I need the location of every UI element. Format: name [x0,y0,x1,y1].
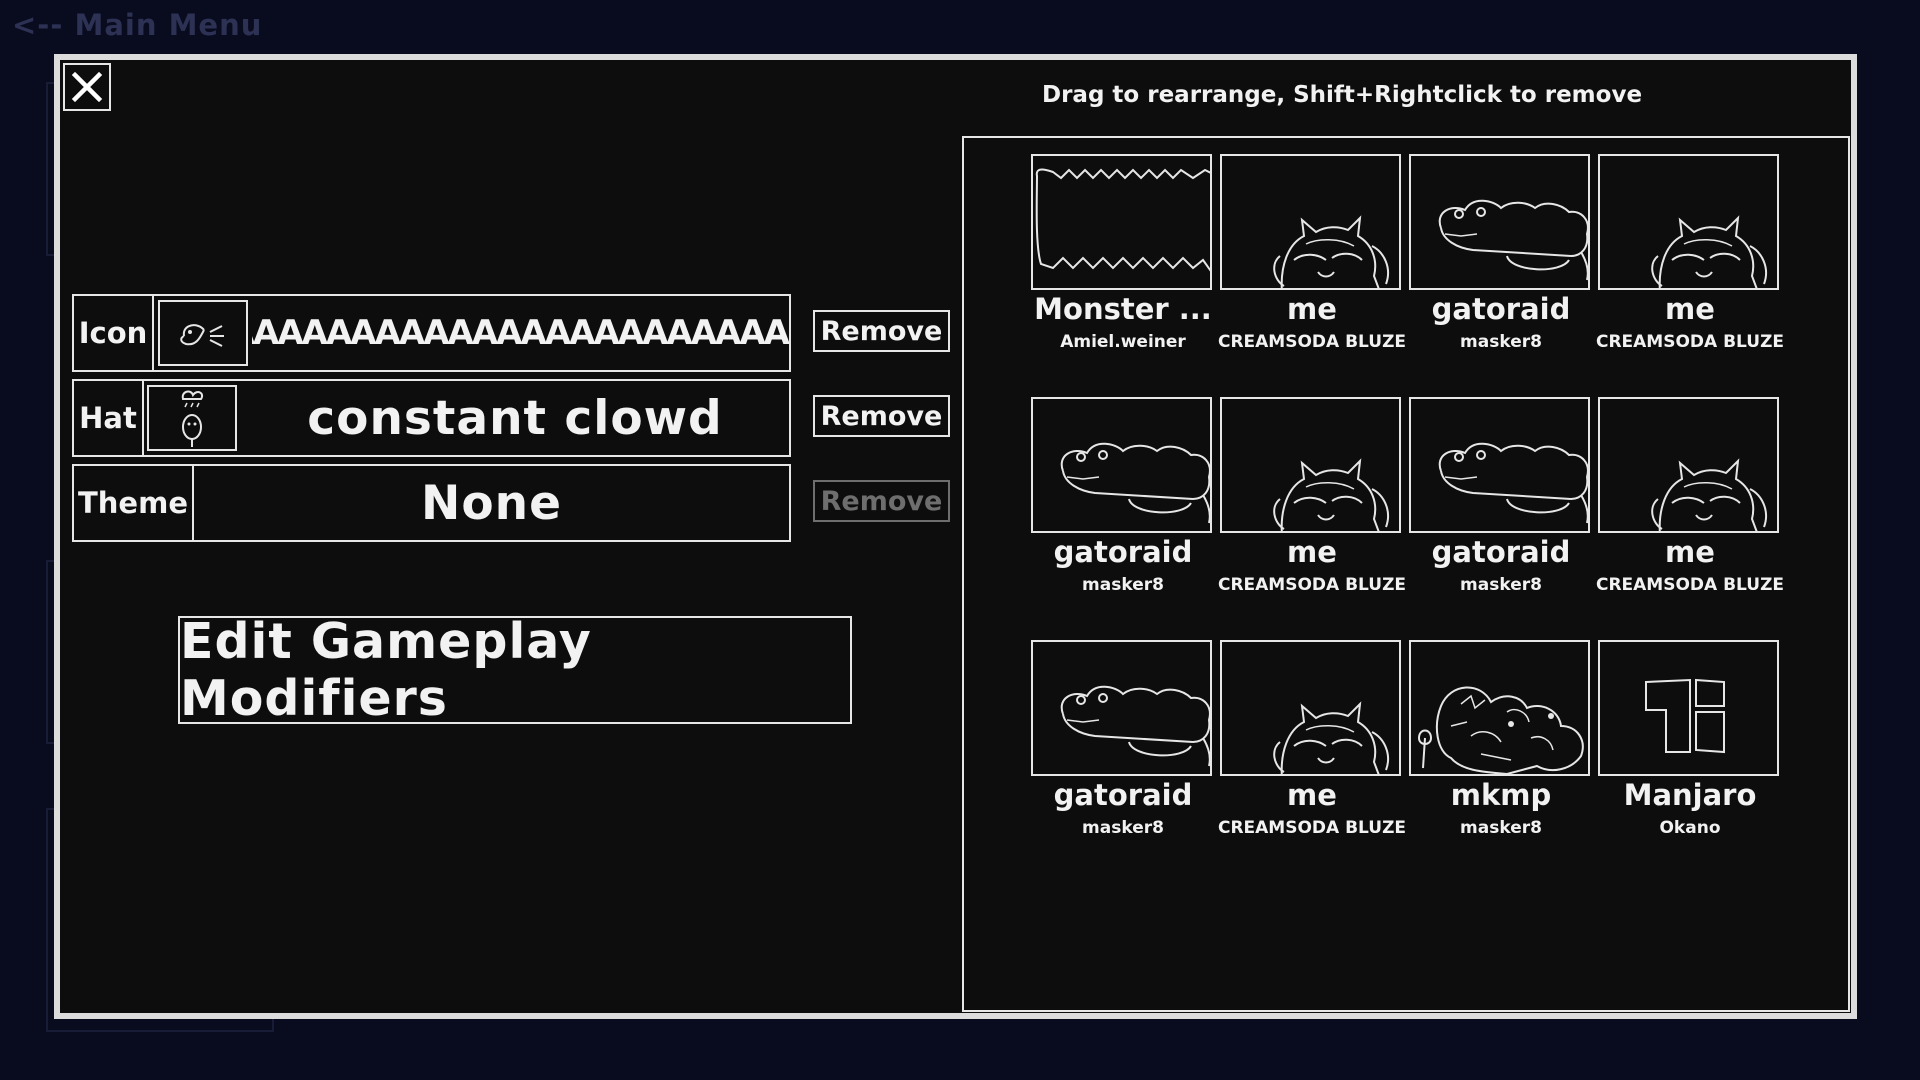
item-thumbnail [1598,397,1779,533]
item-author: Amiel.weiner [1060,332,1186,352]
item-author: CREAMSODA BLUZE [1595,575,1785,595]
item-author: CREAMSODA BLUZE [1217,575,1407,595]
item-author: CREAMSODA BLUZE [1217,332,1407,352]
item-name: gatoraid [1431,535,1571,569]
item-author: CREAMSODA BLUZE [1595,332,1785,352]
item-name: me [1665,292,1715,326]
edit-gameplay-modifiers-button[interactable]: Edit Gameplay Modifiers [178,613,852,727]
item-thumbnail [1409,154,1590,290]
item-thumbnail [1220,154,1401,290]
item-author: masker8 [1460,818,1542,838]
cat-girl-icon [1651,460,1768,531]
item-name: gatoraid [1053,778,1193,812]
remove-icon-button[interactable]: Remove [813,310,950,352]
hat-slot-row: Hat constant clowd [72,379,791,457]
cat-girl-icon [1651,217,1768,288]
hat-slot-value: constant clowd [307,390,723,446]
item-author: masker8 [1082,575,1164,595]
item-name: Monster ... [1034,292,1212,326]
rain-cloud-hat-icon [181,390,203,447]
item-name: mkmp [1450,778,1552,812]
cat-girl-icon [1273,703,1390,774]
item-thumbnail [1409,397,1590,533]
icon-slot-label: Icon [74,296,154,370]
hat-slot-label: Hat [74,381,144,455]
item-thumbnail [1031,640,1212,776]
close-icon [71,71,103,103]
theme-slot-label: Theme [74,466,194,540]
item-tile[interactable]: mkmp masker8 [1406,640,1596,870]
icon-slot-row: Icon AAAAAAAAAAAAAAAAAAAAAAAAAA [72,294,791,372]
hat-slot-thumbnail [147,385,237,451]
item-thumbnail [1598,154,1779,290]
item-name: Manjaro [1623,778,1757,812]
scribble-face-icon [180,324,224,347]
crocodile-icon [1060,685,1210,767]
crocodile-icon [1060,442,1210,524]
item-name: me [1287,292,1337,326]
item-author: masker8 [1460,332,1542,352]
item-author: CREAMSODA BLUZE [1217,818,1407,838]
item-name: gatoraid [1431,292,1571,326]
item-name: me [1287,535,1337,569]
cat-girl-icon [1273,217,1390,288]
icon-slot-value: AAAAAAAAAAAAAAAAAAAAAAAAAA [252,313,789,353]
drag-hint-text: Drag to rearrange, Shift+Rightclick to r… [1042,82,1643,108]
crocodile-icon [1438,442,1588,524]
customize-panel: Icon AAAAAAAAAAAAAAAAAAAAAAAAAA Remove H… [54,54,1857,1019]
item-thumbnail [1031,397,1212,533]
back-to-main-menu-link[interactable]: <-- Main Menu [12,8,263,42]
remove-hat-button[interactable]: Remove [813,395,950,437]
theme-slot-value: None [421,475,562,531]
remove-theme-button: Remove [813,480,950,522]
item-author: masker8 [1460,575,1542,595]
item-tile[interactable]: gatoraid masker8 [1028,397,1218,627]
item-name: me [1287,778,1337,812]
close-button[interactable] [63,63,111,111]
item-thumbnail [1220,640,1401,776]
item-tile[interactable]: gatoraid masker8 [1028,640,1218,870]
item-thumbnail [1031,154,1212,290]
item-thumbnail [1220,397,1401,533]
crocodile-icon [1438,199,1588,281]
jagged-mouth-icon [1035,168,1210,275]
item-author: Okano [1659,818,1721,838]
manjaro-logo-icon [1645,679,1725,753]
item-author: masker8 [1082,818,1164,838]
icon-slot-thumbnail [158,300,248,366]
creature-pile-icon [1418,686,1584,774]
item-name: me [1665,535,1715,569]
theme-slot-row: Theme None [72,464,791,542]
item-name: gatoraid [1053,535,1193,569]
item-thumbnail [1598,640,1779,776]
item-thumbnail [1409,640,1590,776]
item-tile[interactable]: Monster ... Amiel.weiner [1028,154,1218,384]
item-tile[interactable]: gatoraid masker8 [1406,154,1596,384]
item-tile[interactable]: gatoraid masker8 [1406,397,1596,627]
cat-girl-icon [1273,460,1390,531]
